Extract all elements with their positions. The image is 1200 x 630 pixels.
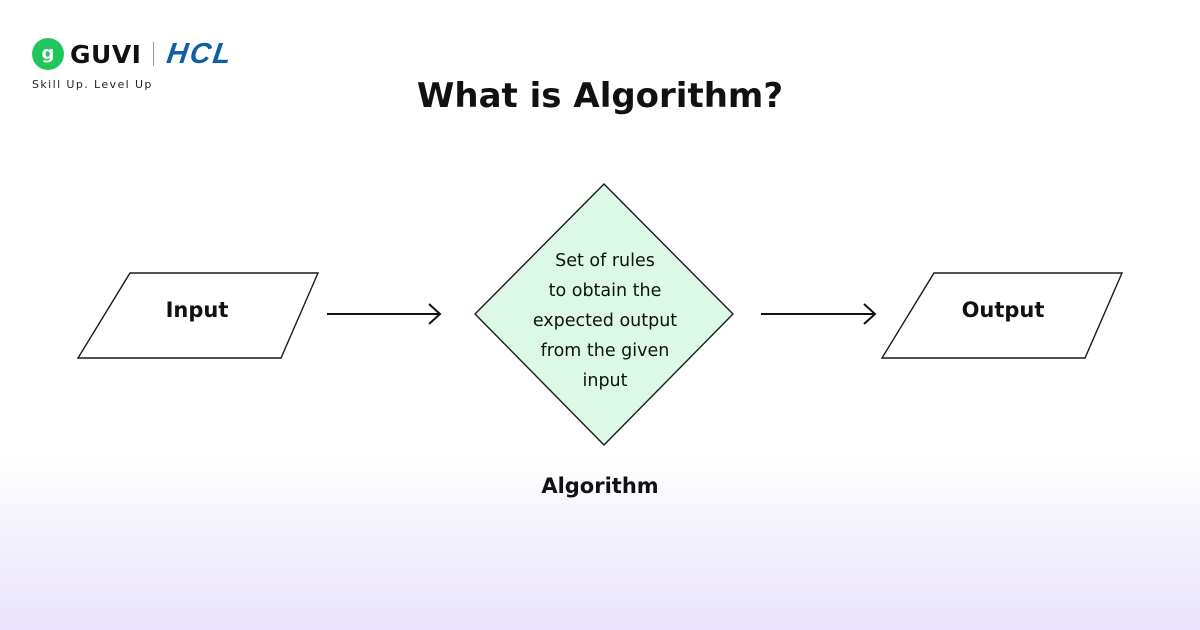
algorithm-line: input: [582, 371, 628, 391]
page-title: What is Algorithm?: [416, 76, 784, 116]
output-parallelogram: [880, 272, 1124, 359]
brand-logo: g GUVI HCL Skill Up. Level Up: [32, 38, 332, 94]
logo-row: g GUVI HCL: [32, 38, 332, 70]
input-label: Input: [165, 298, 229, 322]
algorithm-line: expected output: [532, 311, 678, 331]
guvi-wordmark: GUVI: [70, 39, 142, 69]
algorithm-line: to obtain the: [548, 281, 662, 301]
arrow-input-to-algorithm: [327, 303, 442, 325]
arrow-algorithm-to-output: [761, 303, 877, 325]
output-label: Output: [961, 298, 1045, 322]
brand-tagline: Skill Up. Level Up: [32, 78, 153, 91]
algorithm-line: Set of rules: [555, 251, 655, 271]
input-parallelogram: [76, 272, 320, 359]
guvi-badge-letter: g: [41, 43, 55, 64]
guvi-logo-icon: g: [32, 38, 64, 70]
algorithm-diamond: [474, 183, 734, 446]
algorithm-line: from the given: [540, 341, 670, 361]
algorithm-description: Set of rules to obtain the expected outp…: [505, 246, 705, 396]
logo-divider: [153, 42, 155, 66]
algorithm-caption: Algorithm: [541, 474, 659, 498]
